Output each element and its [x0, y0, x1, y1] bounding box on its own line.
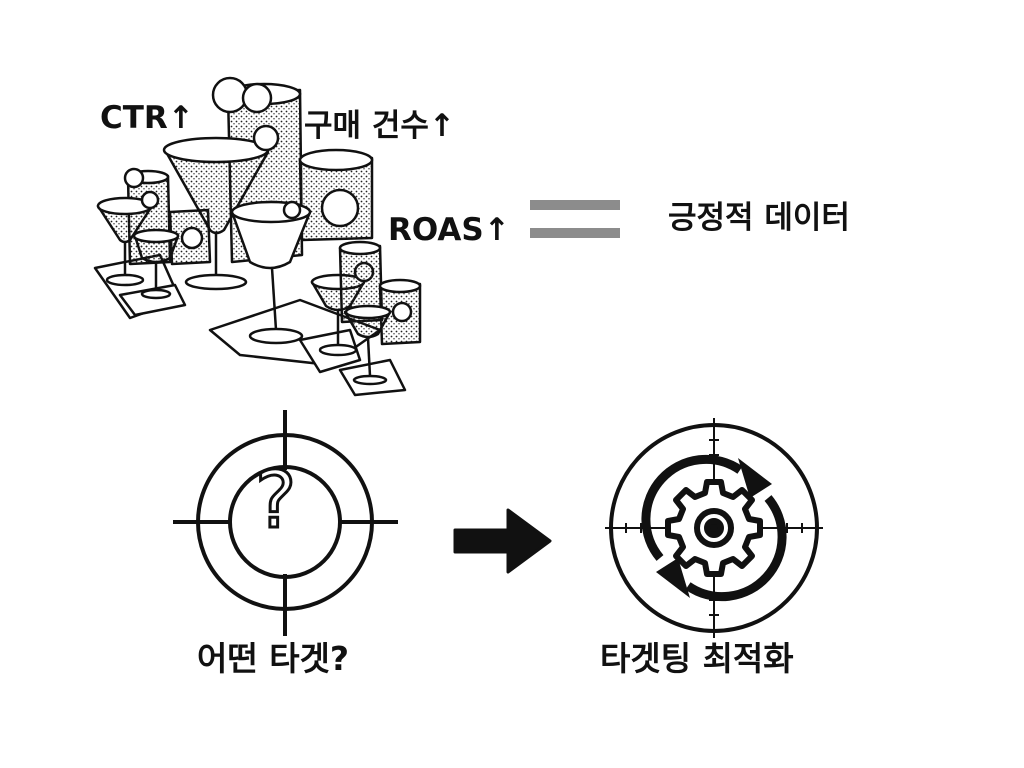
metric-ctr-label: CTR↑ [100, 100, 194, 136]
after-caption: 타겟팅 최적화 [600, 639, 794, 678]
question-mark: ? [253, 456, 297, 546]
equals-bar-top [530, 200, 620, 210]
before-caption: 어떤 타겟? [197, 639, 350, 678]
positive-data-label: 긍정적 데이터 [668, 200, 850, 236]
metric-purchases-label: 구매 건수↑ [304, 108, 455, 144]
equals-bar-bottom [530, 228, 620, 238]
metric-roas-label: ROAS↑ [388, 212, 510, 248]
